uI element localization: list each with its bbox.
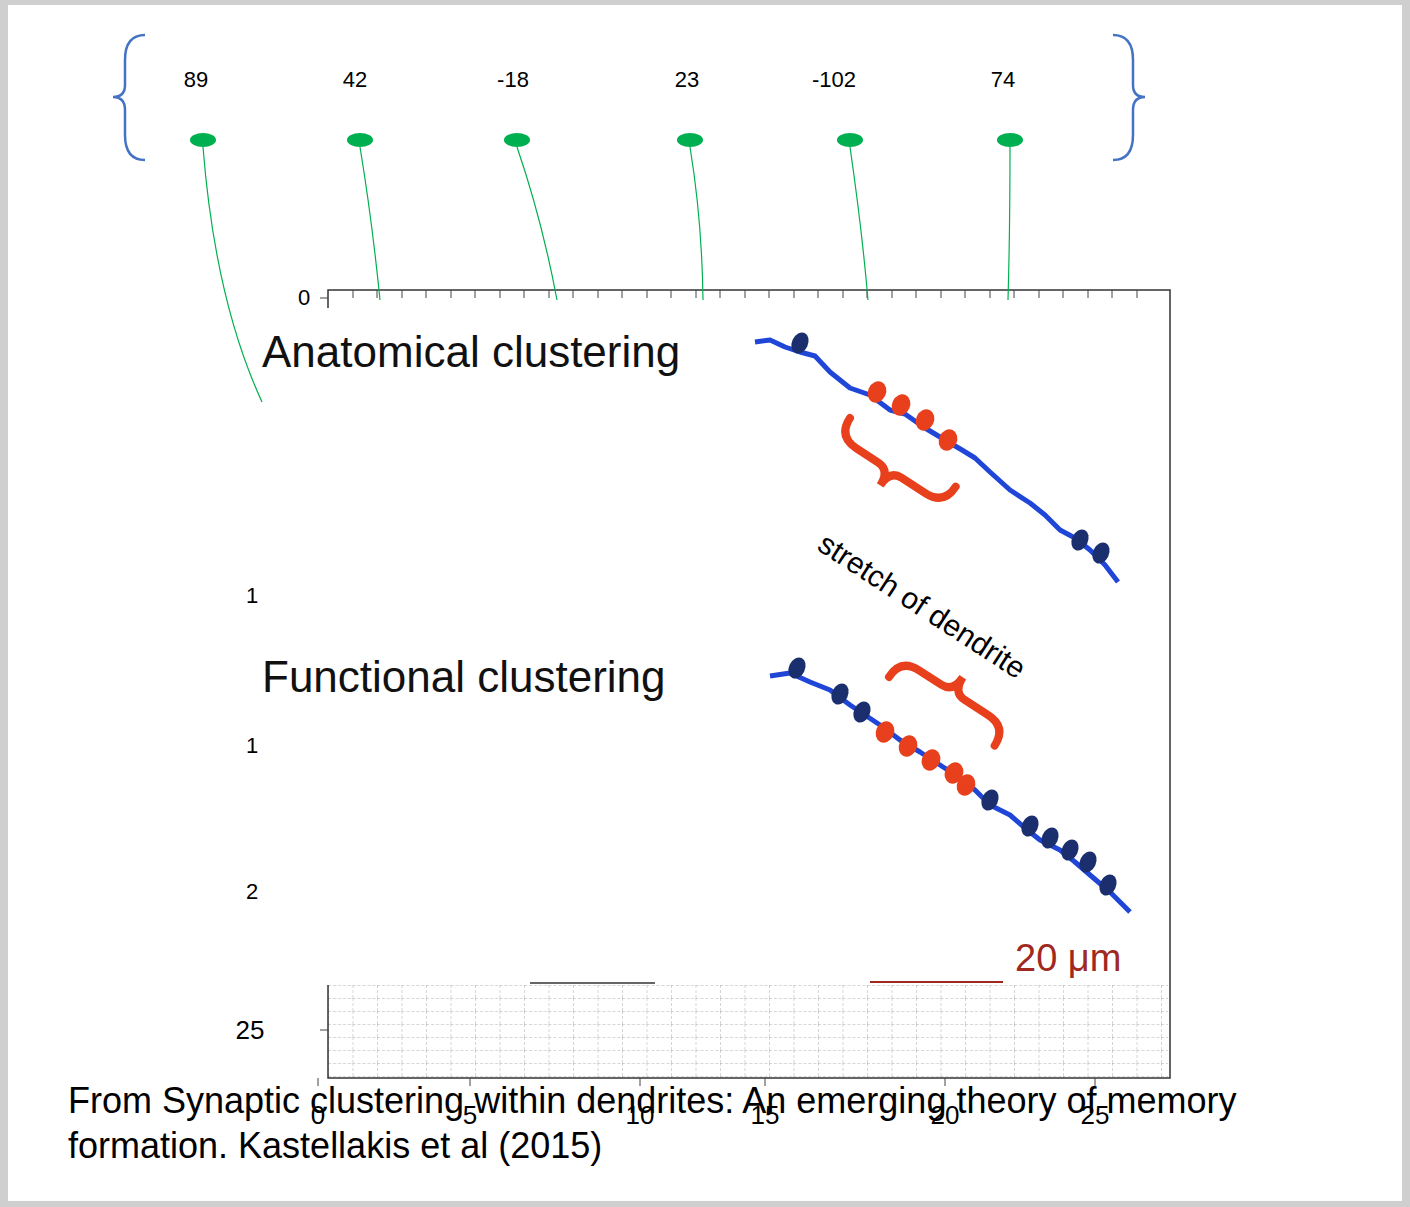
callout-number: -102	[812, 69, 856, 91]
dendrite-anatomical	[755, 330, 1118, 582]
axis-tick-label: 1	[246, 585, 258, 607]
curly-brace	[113, 35, 145, 160]
red-brace	[828, 418, 955, 520]
axis-tick-label: 0	[298, 287, 310, 309]
callout-number: 23	[675, 69, 699, 91]
annotation: stretch of dendrite	[813, 528, 1031, 684]
axis-tick-label: 25	[236, 1017, 265, 1043]
axis-tick-label: 2	[246, 881, 258, 903]
chart-grid	[328, 985, 1168, 1078]
curly-brace	[1113, 35, 1145, 160]
panel-heading: Anatomical clustering	[262, 330, 680, 374]
figure-panel	[318, 308, 1167, 985]
green-dots	[190, 133, 1023, 147]
panel-heading: Functional clustering	[262, 655, 666, 699]
callout-number: -18	[497, 69, 529, 91]
dendrite-functional	[770, 643, 1130, 912]
callout-number: 42	[343, 69, 367, 91]
slide-ground	[8, 5, 1402, 1201]
axis-tick-label: 1	[246, 735, 258, 757]
scale-bar	[870, 981, 1003, 983]
scale-label: 20 μm	[1015, 939, 1121, 977]
callout-number: 89	[184, 69, 208, 91]
figure-caption: From Synaptic clustering within dendrite…	[68, 1078, 1368, 1168]
chart-fragment	[530, 982, 655, 984]
callout-number: 74	[991, 69, 1015, 91]
